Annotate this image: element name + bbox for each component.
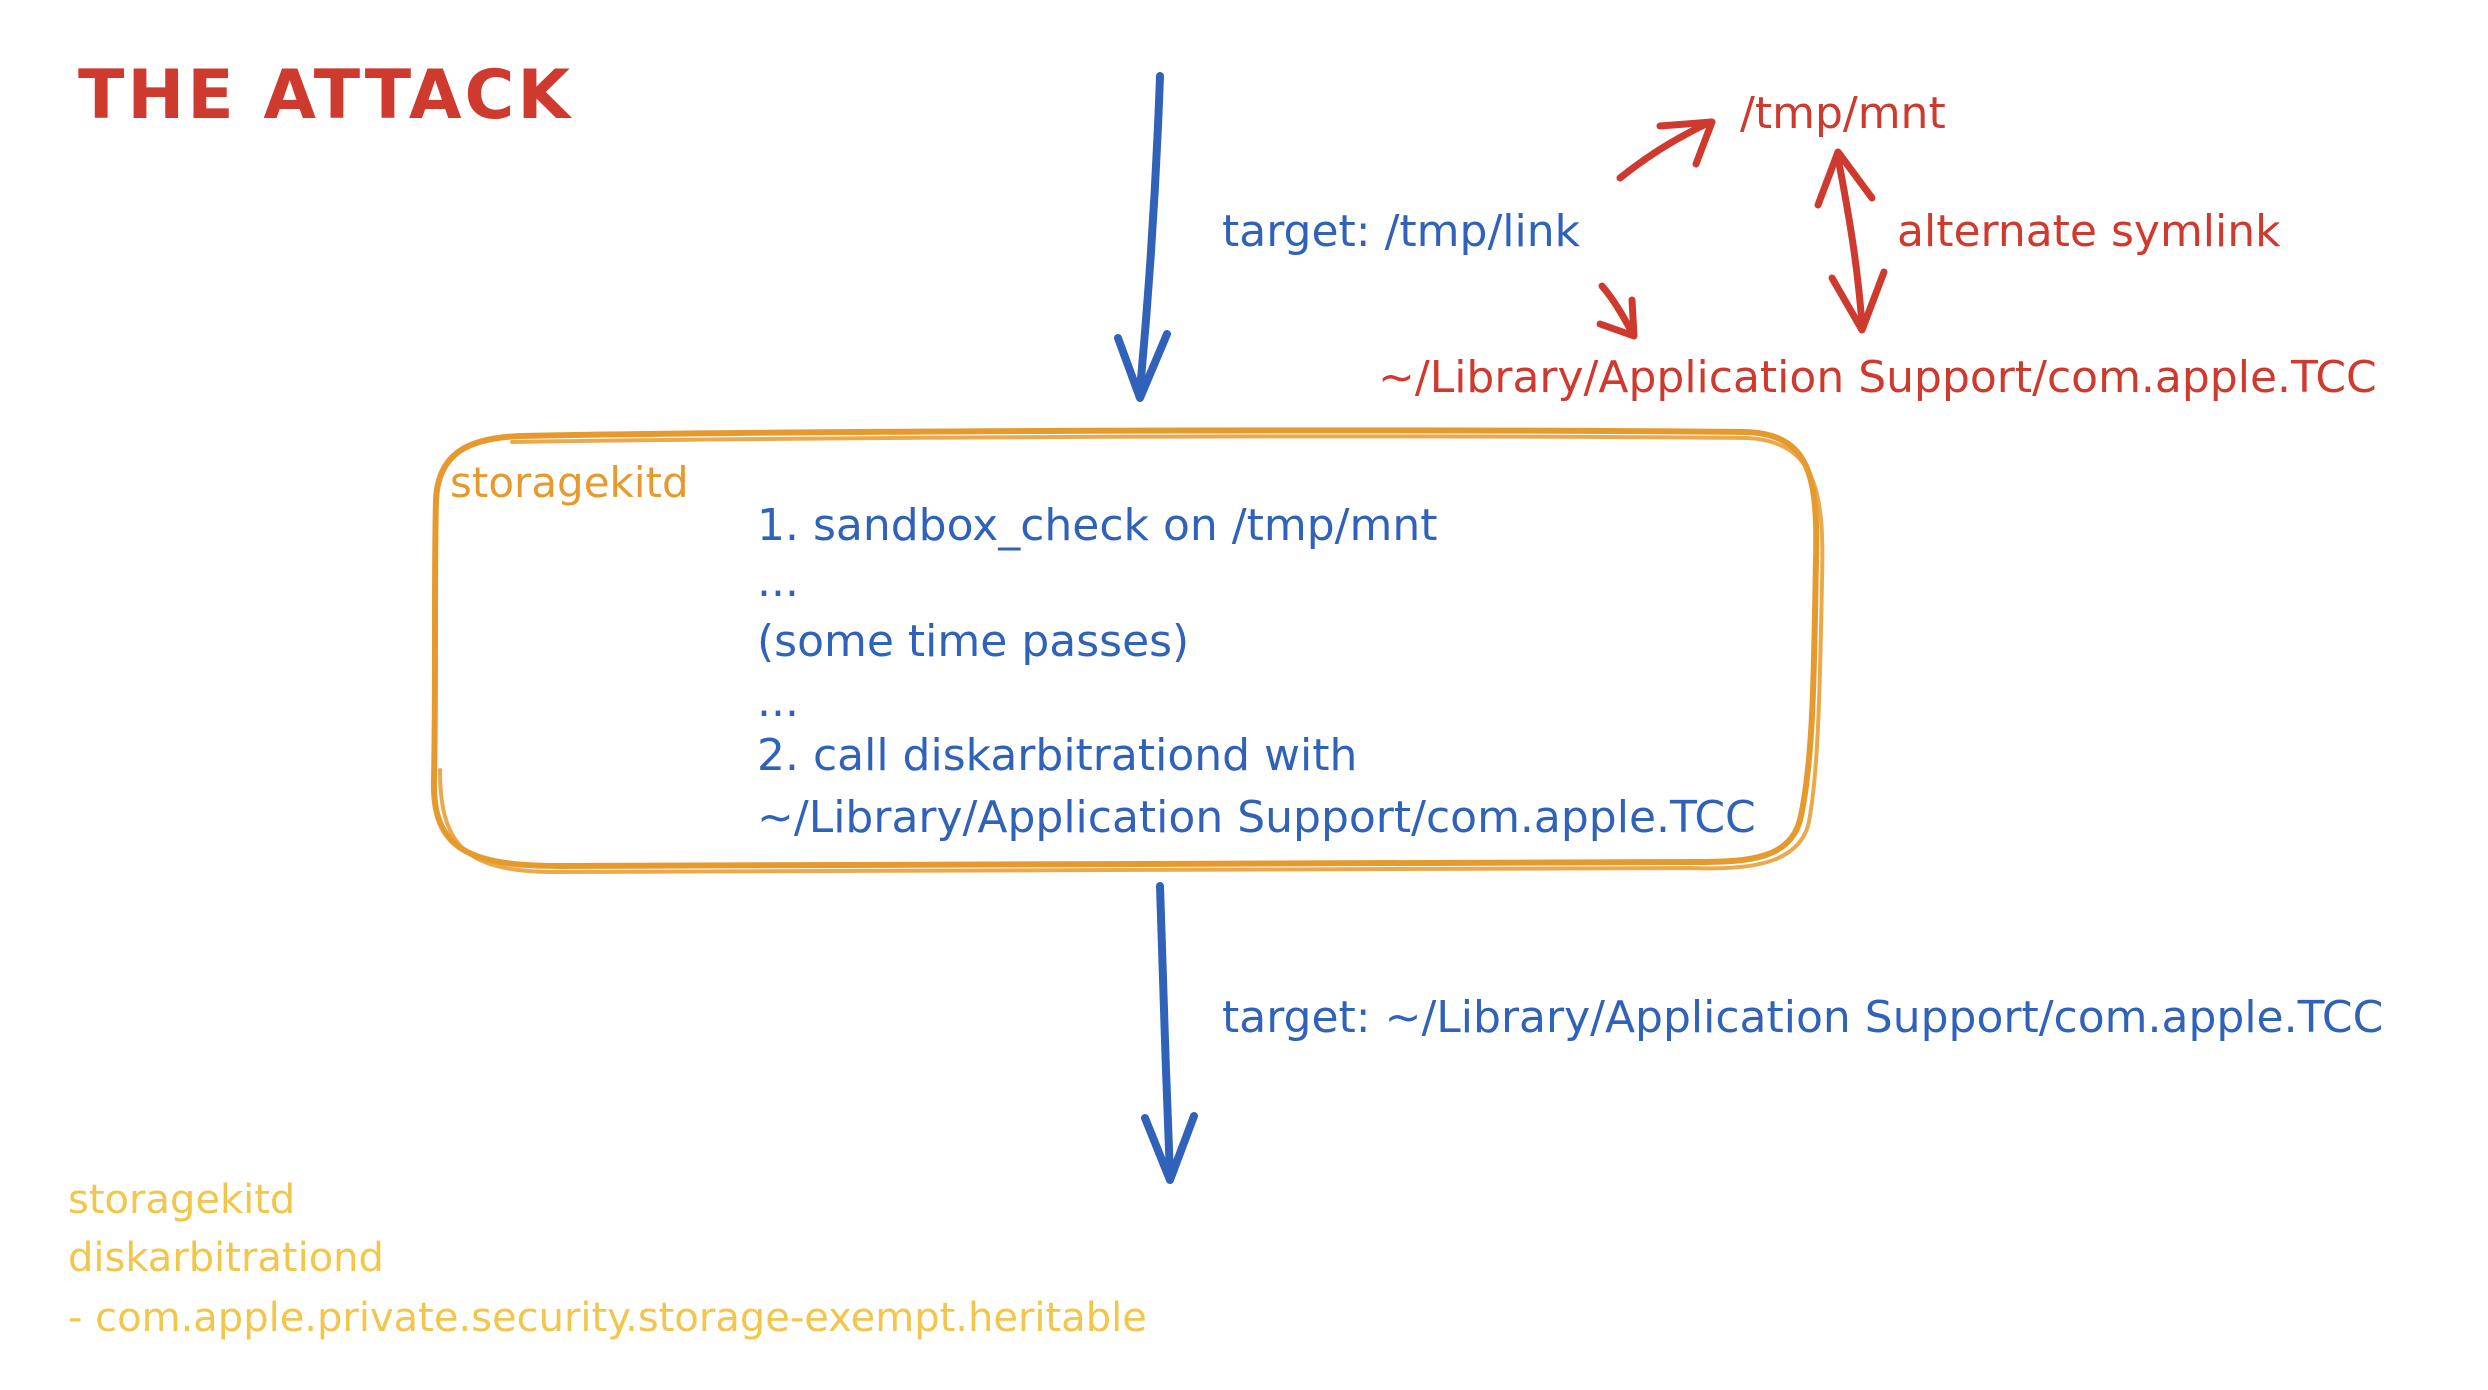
process-box-outline	[430, 427, 1820, 870]
red-double-arrowhead-bottom	[1828, 268, 1888, 334]
red-arrowhead-to-tcc-path	[1596, 296, 1638, 340]
red-arrowhead-to-tmp-mnt	[1656, 118, 1716, 168]
ellipsis-2: ...	[757, 676, 799, 727]
bottom-blue-arrowhead	[1141, 1112, 1198, 1184]
note-line: storagekitd	[68, 1177, 296, 1223]
bottom-blue-arrow-shaft	[1156, 882, 1174, 1180]
step-2-path-text: ~/Library/Application Support/com.apple.…	[757, 792, 1756, 843]
red-double-arrow-shaft	[1834, 154, 1866, 329]
alternate-symlink-label: alternate symlink	[1897, 206, 2281, 257]
note-line: - com.apple.private.security.storage-exe…	[68, 1295, 1147, 1341]
step-1-text: 1. sandbox_check on /tmp/mnt	[757, 500, 1438, 551]
target-link-label: target: /tmp/link	[1222, 206, 1581, 257]
top-blue-arrowhead	[1114, 330, 1171, 402]
top-blue-arrow-shaft	[1136, 72, 1164, 394]
tmp-mnt-label: /tmp/mnt	[1740, 88, 1946, 139]
process-box-outline-sketch	[438, 434, 1825, 875]
process-box-label: storagekitd	[450, 458, 689, 507]
note-line: diskarbitrationd	[68, 1235, 384, 1281]
step-2-text: 2. call diskarbitrationd with	[757, 730, 1358, 781]
ellipsis-1: ...	[757, 556, 799, 607]
bottom-target-label: target: ~/Library/Application Support/co…	[1222, 992, 2384, 1043]
red-arrow-to-tmp-mnt	[1616, 118, 1714, 182]
red-double-arrowhead-top	[1814, 148, 1876, 209]
diagram-title: THE ATTACK	[78, 56, 574, 135]
time-passes-text: (some time passes)	[757, 616, 1190, 667]
tcc-path-label: ~/Library/Application Support/com.apple.…	[1378, 352, 2377, 403]
